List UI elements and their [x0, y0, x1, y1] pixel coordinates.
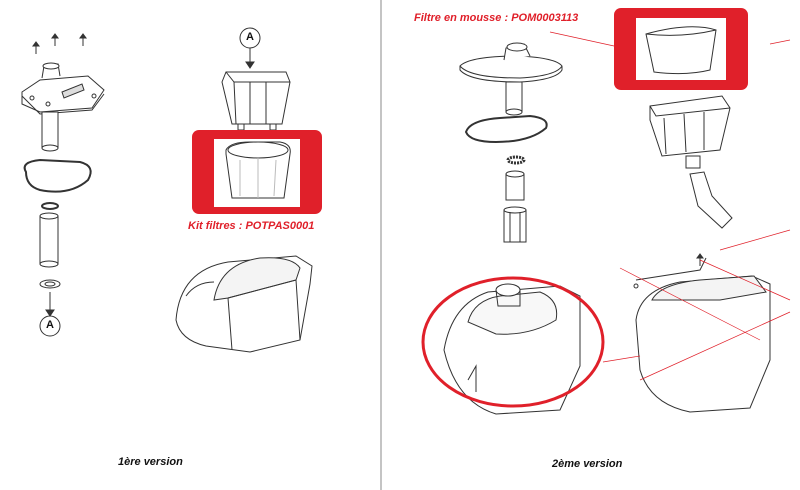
collector-bin: [175, 255, 313, 353]
basket-filter: [221, 71, 291, 131]
left-exploded-assembly: [21, 27, 313, 353]
exhaust-chute: [689, 171, 733, 229]
callout-letter-top: A: [246, 31, 254, 43]
kit-filters-label: Kit filtres : POTPAS0001: [188, 220, 315, 232]
leader-lines: [549, 31, 791, 381]
screws: [32, 33, 87, 54]
version-caption-right: 2ème version: [552, 458, 623, 470]
o-ring: [41, 202, 59, 210]
flat-gasket: [23, 158, 92, 193]
spring: [506, 155, 526, 165]
arrow-head: [45, 309, 55, 317]
vertical-pipe: [41, 111, 59, 152]
gasket-v2: [464, 114, 548, 144]
magnifier-ring: [421, 276, 605, 408]
top-lid-plate: [21, 62, 105, 115]
inner-tube: [39, 212, 59, 268]
right-exploded-assembly: [459, 42, 771, 413]
small-tube: [505, 173, 525, 201]
callout-letter-bottom: A: [46, 319, 54, 331]
pipe-v2: [505, 81, 523, 113]
grid-cylinder: [503, 206, 527, 243]
collector-bin-v2: [633, 253, 771, 413]
foam-filter-label: Filtre en mousse : POM0003113: [414, 12, 579, 24]
callout-circle-bottom: [39, 315, 61, 337]
cyclone-basket: [649, 95, 731, 169]
seal-ring: [39, 279, 61, 289]
magnified-detail: [421, 276, 605, 415]
top-lid-v2: [459, 42, 563, 83]
version-caption-left: 1ère version: [118, 456, 183, 468]
foam-filter-highlight: [614, 8, 748, 90]
kit-filters-highlight: [192, 130, 322, 214]
